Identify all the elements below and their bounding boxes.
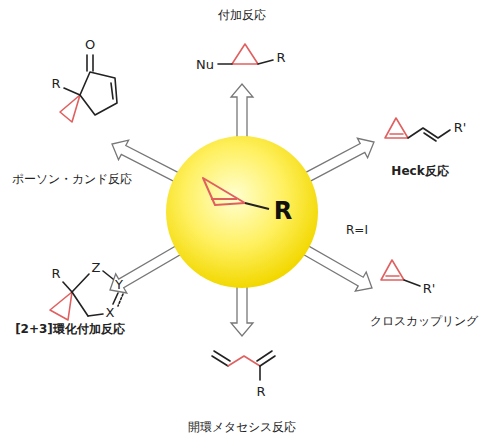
cyclopropane <box>50 292 72 320</box>
double-bond <box>111 83 113 99</box>
atom-label: Y <box>115 278 123 292</box>
reaction-arrow <box>300 138 374 184</box>
reaction-name: ポーソン・カンド反応 <box>12 173 132 186</box>
bond <box>259 366 261 380</box>
substituent-label: R <box>274 197 292 225</box>
atom-label: Nu <box>196 58 214 72</box>
reaction-arrow <box>110 244 185 293</box>
atom-label: Z <box>92 261 101 275</box>
atom-label: R' <box>423 282 436 296</box>
bond <box>72 292 88 316</box>
bond <box>88 314 103 316</box>
chain <box>228 356 260 366</box>
cyclopropene <box>203 178 245 205</box>
atom-label: R <box>276 51 285 65</box>
bond <box>72 274 89 292</box>
bond <box>404 280 420 286</box>
atom-label: O <box>85 38 95 52</box>
cyclopropene <box>381 260 404 280</box>
atom-label: X <box>106 306 115 320</box>
double-bond <box>257 351 272 361</box>
atom-label: R' <box>454 121 467 135</box>
double-bond <box>386 275 399 277</box>
double-bond <box>214 351 230 361</box>
ring <box>80 72 117 115</box>
reaction-arrow <box>300 244 373 291</box>
cyclopropane <box>232 44 258 64</box>
reaction-arrow <box>231 286 253 336</box>
reaction-name: Heck反応 <box>391 165 448 178</box>
dashed-bond <box>118 294 123 306</box>
bond <box>245 203 269 209</box>
atom-label: R <box>51 77 60 91</box>
bond <box>64 88 80 95</box>
carbonyl <box>86 55 88 71</box>
condition-label: R=I <box>346 224 368 237</box>
double-bond <box>390 133 403 135</box>
bond <box>218 63 232 65</box>
double-bond <box>424 133 436 141</box>
reaction-name: [2+3]環化付加反応 <box>15 323 125 336</box>
reaction-arrows <box>110 84 374 336</box>
reaction-arrow <box>231 84 253 138</box>
bond <box>258 60 273 64</box>
center-circle: R <box>165 135 319 289</box>
carbonyl <box>92 55 94 71</box>
circle-shape <box>165 135 319 289</box>
bond <box>113 293 118 304</box>
cyclopropane <box>60 95 80 122</box>
bond <box>103 271 113 279</box>
cyclopropene <box>385 118 408 138</box>
bond <box>63 282 72 292</box>
reaction-name: クロスカップリング <box>370 315 478 328</box>
reaction-name: 付加反応 <box>218 9 266 22</box>
atom-label: R <box>51 267 60 281</box>
atom-label: R <box>256 385 265 399</box>
double-bond <box>211 198 237 200</box>
reaction-name: 開環メタセシス反応 <box>188 421 296 434</box>
